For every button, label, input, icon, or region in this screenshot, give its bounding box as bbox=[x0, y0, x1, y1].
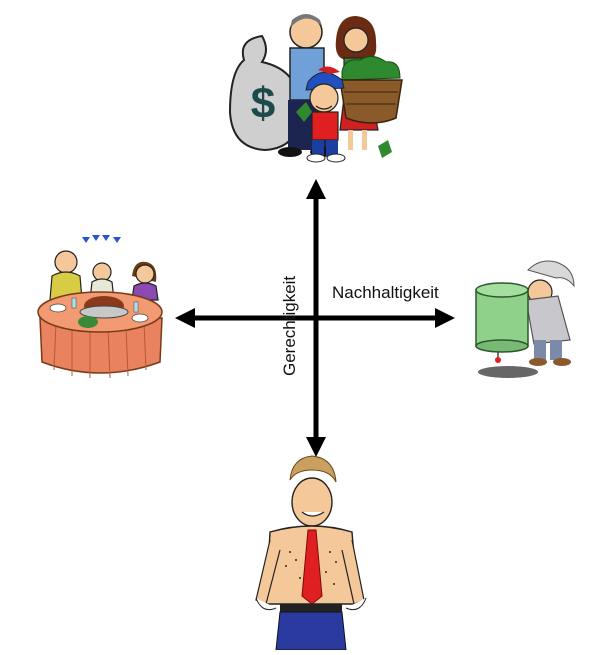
diner-right bbox=[131, 261, 159, 301]
money-bag-icon: $ bbox=[228, 34, 302, 152]
dinner-table-illustration bbox=[37, 235, 163, 379]
round-table bbox=[37, 291, 163, 379]
axis-label-horizontal: Nachhaltigkeit bbox=[332, 283, 439, 302]
pot-icon bbox=[475, 282, 529, 363]
diner-left bbox=[49, 250, 83, 301]
axes bbox=[175, 179, 455, 457]
rich-family-illustration: $ bbox=[228, 14, 403, 163]
money-basket-icon bbox=[339, 56, 403, 158]
axis-label-vertical: Gerechtigkeit bbox=[280, 275, 299, 376]
empty-pockets-illustration bbox=[255, 455, 367, 651]
child-figure bbox=[296, 66, 346, 163]
shadow bbox=[478, 366, 538, 378]
old-man-figure bbox=[525, 260, 575, 366]
steam-icon bbox=[82, 235, 121, 243]
old-man-pot-illustration bbox=[475, 260, 575, 378]
svg-text:$: $ bbox=[251, 79, 275, 128]
poor-man-figure bbox=[255, 455, 367, 651]
